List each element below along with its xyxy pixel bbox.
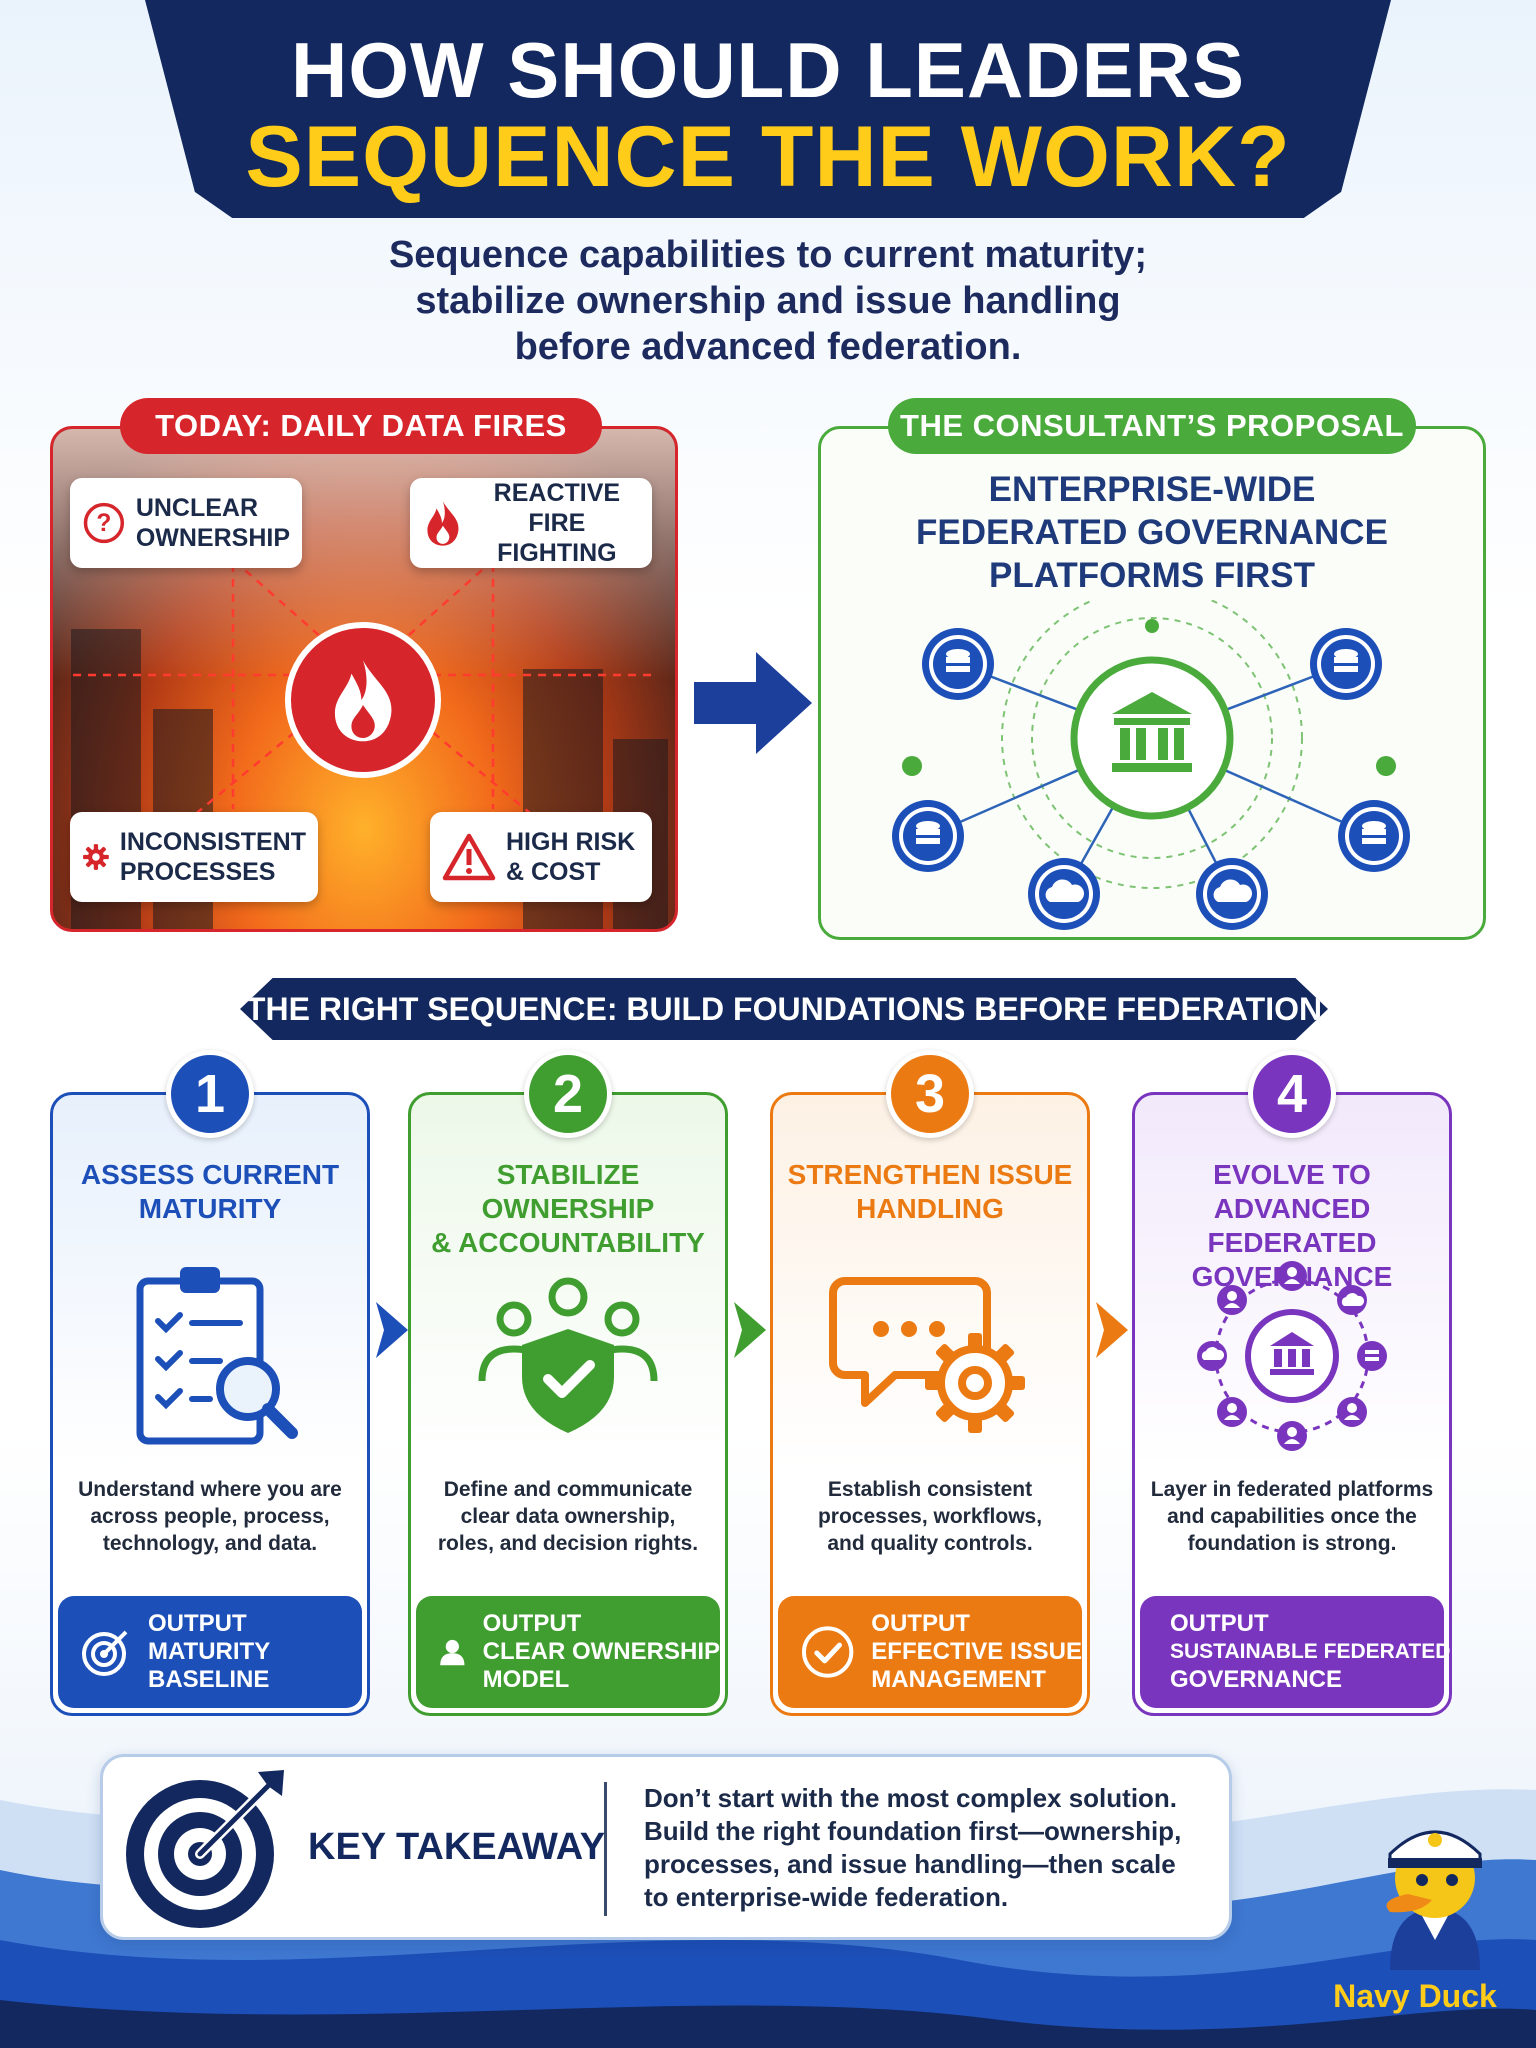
brand-label: Navy Duck (1333, 1978, 1497, 2014)
step-number-4: 4 (1248, 1050, 1336, 1138)
person-icon (440, 1639, 465, 1666)
chevron-right-icon (1096, 1302, 1128, 1358)
step-desc-3: Establish consistent processes, workflow… (817, 1478, 1043, 1555)
title-line-2: SEQUENCE THE WORK? (245, 109, 1291, 205)
database-node-icon (922, 628, 994, 700)
step-title-1: ASSESS CURRENT MATURITY (80, 1159, 340, 1224)
step-desc-4: Layer in federated platforms and capabil… (1150, 1478, 1434, 1555)
check-circle-icon (801, 1626, 854, 1678)
step-desc-1: Understand where you are across people, … (78, 1478, 342, 1555)
output-badge-2: OUTPUT CLEAR OWNERSHIP MODEL (416, 1596, 720, 1708)
federation-network-diagram (892, 600, 1410, 930)
warning-icon (442, 833, 496, 881)
takeaway-label: KEY TAKEAWAY (308, 1826, 606, 1868)
step-number-3: 3 (886, 1050, 974, 1138)
database-node-icon (1338, 800, 1410, 872)
tile-high-risk-cost: HIGH RISK& COST (430, 812, 652, 902)
flame-icon (334, 660, 392, 742)
svg-text:?: ? (96, 510, 111, 537)
database-node-icon (892, 800, 964, 872)
proposal-title: ENTERPRISE-WIDE FEDERATED GOVERNANCE PLA… (916, 470, 1388, 595)
takeaway-text: Don’t start with the most complex soluti… (644, 1783, 1182, 1912)
target-icon (82, 1630, 128, 1676)
target-arrow-icon (126, 1770, 284, 1928)
duck-mascot-icon (1386, 1830, 1482, 1970)
takeaway-divider (604, 1782, 607, 1916)
flame-icon (427, 501, 459, 546)
step-number-2: 2 (524, 1050, 612, 1138)
fire-center-badge (285, 622, 441, 778)
output-badge-4: OUTPUT SUSTAINABLE FEDERATED GOVERNANCE (1140, 1596, 1450, 1708)
proposal-tag: THE CONSULTANT’S PROPOSAL (888, 398, 1416, 454)
institution-icon (1112, 692, 1192, 772)
step-icon-3 (770, 1256, 1090, 1456)
step-number-1: 1 (166, 1050, 254, 1138)
sequence-banner: THE RIGHT SEQUENCE: BUILD FOUNDATIONS BE… (240, 978, 1328, 1040)
output-badge-3: OUTPUT EFFECTIVE ISSUE MANAGEMENT (778, 1596, 1082, 1708)
step-title-2: STABILIZE OWNERSHIP & ACCOUNTABILITY (431, 1159, 705, 1258)
team-shield-icon (478, 1277, 658, 1433)
key-takeaway-card (100, 1754, 1232, 1940)
title-line-1: HOW SHOULD LEADERS (291, 26, 1245, 114)
chat-gear-icon (829, 1277, 1025, 1433)
step-icon-2 (408, 1256, 728, 1456)
today-tag: TODAY: DAILY DATA FIRES (120, 398, 602, 454)
step-desc-2: Define and communicate clear data owners… (437, 1478, 699, 1555)
subtitle: Sequence capabilities to current maturit… (388, 234, 1148, 368)
output-badge-1: OUTPUT MATURITY BASELINE (58, 1596, 362, 1708)
question-icon: ? (83, 502, 125, 544)
cloud-node-icon (1196, 858, 1268, 930)
chevron-right-icon (734, 1302, 766, 1358)
gear-icon (83, 844, 109, 870)
header-banner: HOW SHOULD LEADERS SEQUENCE THE WORK? (145, 0, 1391, 218)
cloud-node-icon (1028, 858, 1100, 930)
federation-network-icon (1197, 1261, 1387, 1451)
step-icon-4 (1132, 1256, 1452, 1456)
step-title-3: STRENGTHEN ISSUE HANDLING (787, 1159, 1073, 1224)
step-icon-1 (50, 1256, 370, 1456)
arrow-right-icon (694, 652, 812, 754)
database-node-icon (1310, 628, 1382, 700)
checklist-magnifier-icon (136, 1267, 298, 1445)
chevron-right-icon (376, 1302, 408, 1358)
